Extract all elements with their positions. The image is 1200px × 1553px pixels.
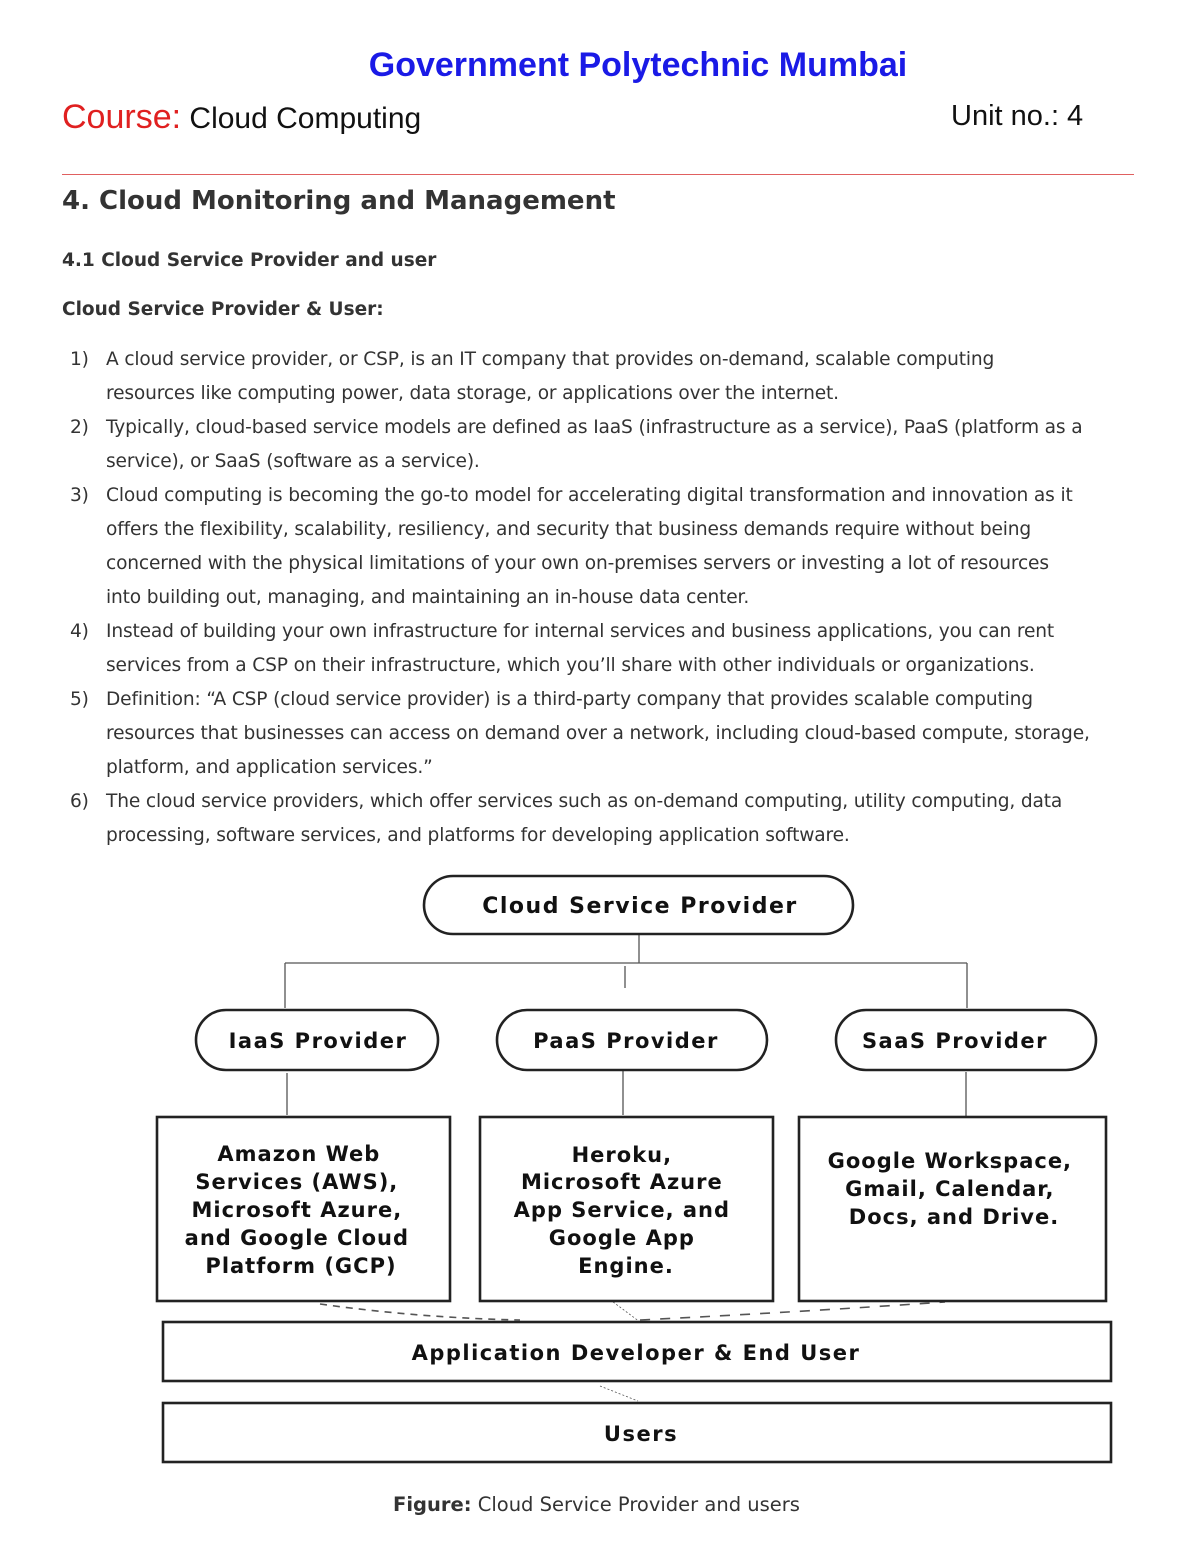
chapter-title: 4. Cloud Monitoring and Management [62, 186, 616, 216]
list-item-number: 3) [70, 485, 89, 506]
list-item-line: processing, software services, and platf… [106, 825, 850, 846]
developer-label: Application Developer & End User [412, 1341, 861, 1365]
list-item-line: service), or SaaS (software as a service… [106, 451, 480, 472]
paas-provider-node [495, 1008, 769, 1072]
iaas-provider-label: IaaS Provider [229, 1029, 408, 1053]
csp-diagram: Cloud Service Provider IaaS Provider Paa… [155, 874, 1113, 1464]
iaas-provider-node [194, 1008, 440, 1072]
list-item: 5) Definition: “A CSP (cloud service prov… [62, 683, 1142, 785]
list-item-line: Typically, cloud-based service models ar… [106, 417, 1083, 438]
users-box [161, 1401, 1113, 1464]
paas-examples-box [478, 1115, 775, 1303]
unit-number: Unit no.: 4 [951, 100, 1084, 132]
caption-text: Cloud Service Provider and users [477, 1493, 800, 1516]
list-item-number: 5) [70, 689, 89, 710]
list-item-line: offers the flexibility, scalability, res… [106, 519, 1032, 540]
list-item: 3) Cloud computing is becoming the go-to … [62, 479, 1142, 615]
saas-provider-label: SaaS Provider [862, 1029, 1048, 1053]
list-item-line: A cloud service provider, or CSP, is an … [106, 349, 995, 370]
list-item-line: Instead of building your own infrastruct… [106, 621, 1055, 642]
list-item: 6) The cloud service providers, which off… [62, 785, 1142, 853]
developer-box [161, 1320, 1113, 1383]
list-item-line: platform, and application services.” [106, 757, 433, 778]
course-name: Cloud Computing [189, 102, 422, 135]
list-item-number: 6) [70, 791, 89, 812]
list-item-line: Cloud computing is becoming the go-to mo… [106, 485, 1073, 506]
saas-provider-node [834, 1008, 1098, 1072]
list-item-line: Definition: “A CSP (cloud service provid… [106, 689, 1033, 710]
list-item-line: services from a CSP on their infrastruct… [106, 655, 1035, 676]
list-item-line: resources like computing power, data sto… [106, 383, 839, 404]
saas-examples-text: Google Workspace, Gmail, Calendar, Docs,… [828, 1149, 1081, 1229]
section-title: 4.1 Cloud Service Provider and user [62, 250, 437, 271]
list-item-line: concerned with the physical limitations … [106, 553, 1049, 574]
list-item-number: 4) [70, 621, 89, 642]
subsection-title: Cloud Service Provider & User: [62, 299, 384, 320]
list-item: 2) Typically, cloud-based service models … [62, 411, 1142, 479]
list-item: 1) A cloud service provider, or CSP, is a… [62, 343, 1142, 411]
list-item: 4) Instead of building your own infrastru… [62, 615, 1142, 683]
iaas-examples-text: Amazon Web Services (AWS), Microsoft Azu… [185, 1142, 418, 1278]
iaas-examples-box [155, 1115, 452, 1303]
paas-provider-label: PaaS Provider [533, 1029, 719, 1053]
course-label: Course: [62, 98, 182, 136]
users-label: Users [604, 1422, 678, 1446]
csp-root-node [422, 874, 855, 936]
diagram-connectors [284, 934, 968, 1402]
saas-examples-box [797, 1115, 1108, 1303]
list-item-line: into building out, managing, and maintai… [106, 587, 750, 608]
list-item-line: The cloud service providers, which offer… [106, 791, 1063, 812]
list-item-number: 2) [70, 417, 89, 438]
points-list: 1) A cloud service provider, or CSP, is a… [62, 343, 1142, 853]
header-divider [62, 174, 1134, 175]
paas-examples-text: Heroku, Microsoft Azure App Service, and… [514, 1143, 739, 1278]
institution-title: Government Polytechnic Mumbai [368, 46, 908, 84]
csp-root-label: Cloud Service Provider [482, 894, 797, 919]
caption-label: Figure: [393, 1493, 472, 1516]
list-item-line: resources that businesses can access on … [106, 723, 1090, 744]
figure-caption: Figure: Cloud Service Provider and users [0, 1493, 1193, 1516]
course-line: Course: Cloud Computing [62, 98, 421, 137]
list-item-number: 1) [70, 349, 89, 370]
